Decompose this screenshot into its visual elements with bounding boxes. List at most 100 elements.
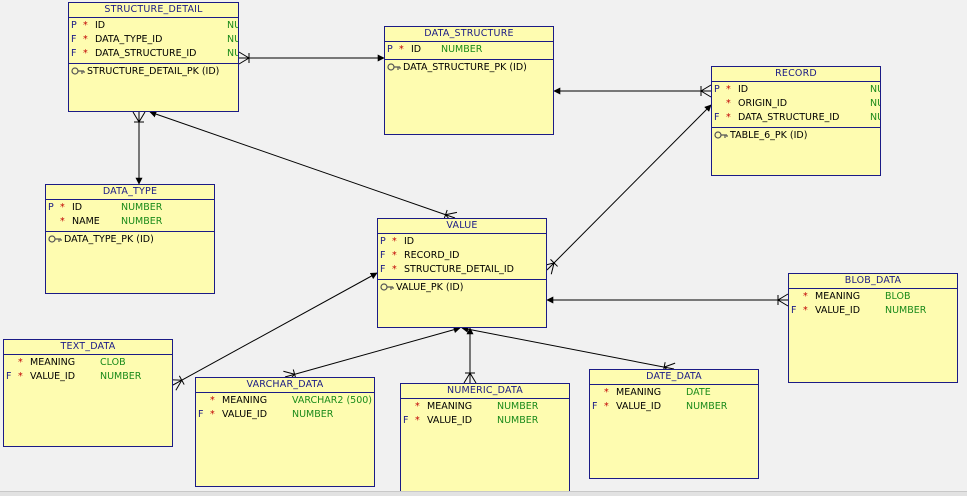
primary-key-row[interactable]: STRUCTURE_DETAIL_PK (ID): [69, 64, 238, 79]
column-type: NU: [870, 84, 880, 95]
column-row[interactable]: F * DATA_STRUCTURE_ID NU: [712, 111, 880, 125]
entity-data-structure[interactable]: DATA_STRUCTURE P * ID NUMBER DATA_STRUCT…: [384, 26, 554, 135]
column-type: NUMBER: [441, 44, 483, 55]
column-row[interactable]: F * DATA_TYPE_ID NU: [69, 33, 238, 47]
key-marker: F: [714, 112, 720, 123]
required-marker: *: [392, 250, 397, 261]
column-type: NUMBER: [497, 415, 539, 426]
column-name: DATA_TYPE_ID: [95, 34, 163, 45]
entity-columns: P * ID NUMBER * NAME NUMBER: [46, 200, 214, 232]
relationship-value-to-structure_detail[interactable]: [149, 110, 456, 219]
column-row[interactable]: P * ID NU: [712, 83, 880, 97]
primary-key-row[interactable]: TABLE_6_PK (ID): [712, 128, 880, 143]
key-marker: F: [71, 48, 77, 59]
column-name: MEANING: [30, 357, 76, 368]
column-row[interactable]: F * STRUCTURE_DETAIL_ID: [378, 263, 546, 277]
column-name: ID: [95, 20, 106, 31]
required-marker: *: [604, 401, 609, 412]
entity-structure-detail[interactable]: STRUCTURE_DETAIL P * ID NU F * DATA_TYPE…: [68, 2, 239, 112]
column-row[interactable]: * MEANING CLOB: [4, 356, 172, 370]
entity-title: DATE_DATA: [590, 370, 758, 385]
key-marker: F: [198, 409, 204, 420]
column-type: VARCHAR2 (500): [292, 395, 373, 406]
column-row[interactable]: F * VALUE_ID NUMBER: [4, 370, 172, 384]
column-row[interactable]: F * VALUE_ID NUMBER: [789, 304, 957, 318]
column-row[interactable]: * MEANING VARCHAR2 (500): [196, 394, 374, 408]
column-row[interactable]: P * ID: [378, 235, 546, 249]
column-name: ID: [404, 236, 415, 247]
entity-blob-data[interactable]: BLOB_DATA * MEANING BLOB F * VALUE_ID NU…: [788, 273, 958, 383]
column-name: RECORD_ID: [404, 250, 460, 261]
crows-foot-blob_data: [777, 293, 789, 307]
column-row[interactable]: P * ID NU: [69, 19, 238, 33]
entity-columns: P * ID NU F * DATA_TYPE_ID NU F * DATA_S…: [69, 18, 238, 64]
required-marker: *: [415, 415, 420, 426]
relationship-date_data-to-value[interactable]: [461, 325, 675, 370]
entity-value[interactable]: VALUE P * ID F * RECORD_ID F * STRUCTURE…: [377, 218, 547, 328]
entity-title: TEXT_DATA: [4, 340, 172, 355]
entity-title: NUMERIC_DATA: [401, 384, 569, 399]
primary-key-row[interactable]: VALUE_PK (ID): [378, 280, 546, 295]
key-icon: [71, 67, 85, 75]
key-marker: F: [380, 250, 386, 261]
horizontal-scrollbar[interactable]: [0, 491, 967, 496]
entity-text-data[interactable]: TEXT_DATA * MEANING CLOB F * VALUE_ID NU…: [3, 339, 173, 447]
entity-title: STRUCTURE_DETAIL: [69, 3, 238, 18]
column-row[interactable]: * ORIGIN_ID NU: [712, 97, 880, 111]
entity-varchar-data[interactable]: VARCHAR_DATA * MEANING VARCHAR2 (500) F …: [195, 377, 375, 487]
required-marker: *: [83, 48, 88, 59]
column-row[interactable]: * MEANING BLOB: [789, 290, 957, 304]
column-name: VALUE_ID: [427, 415, 473, 426]
entity-date-data[interactable]: DATE_DATA * MEANING DATE F * VALUE_ID NU…: [589, 369, 759, 479]
key-icon: [387, 63, 401, 71]
required-marker: *: [726, 84, 731, 95]
column-name: DATA_STRUCTURE_ID: [738, 112, 840, 123]
column-type: NU: [870, 112, 880, 123]
entity-numeric-data[interactable]: NUMERIC_DATA * MEANING NUMBER F * VALUE_…: [400, 383, 570, 493]
column-name: VALUE_ID: [815, 305, 861, 316]
entity-columns: * MEANING BLOB F * VALUE_ID NUMBER: [789, 289, 957, 320]
column-type: NUMBER: [121, 202, 163, 213]
entity-title: BLOB_DATA: [789, 274, 957, 289]
required-marker: *: [803, 291, 808, 302]
column-row[interactable]: P * ID NUMBER: [385, 43, 553, 57]
entity-columns: * MEANING NUMBER F * VALUE_ID NUMBER: [401, 399, 569, 430]
column-type: NUMBER: [686, 401, 728, 412]
relationship-text_data-to-value[interactable]: [172, 272, 378, 386]
key-marker: P: [714, 84, 720, 95]
column-row[interactable]: F * RECORD_ID: [378, 249, 546, 263]
entity-data-type[interactable]: DATA_TYPE P * ID NUMBER * NAME NUMBER DA…: [45, 184, 215, 294]
column-name: ORIGIN_ID: [738, 98, 788, 109]
column-row[interactable]: * NAME NUMBER: [46, 215, 214, 229]
column-row[interactable]: F * VALUE_ID NUMBER: [590, 400, 758, 414]
column-row[interactable]: F * VALUE_ID NUMBER: [196, 408, 374, 422]
required-marker: *: [415, 401, 420, 412]
key-name: TABLE_6_PK (ID): [730, 130, 808, 141]
column-row[interactable]: P * ID NUMBER: [46, 201, 214, 215]
column-row[interactable]: * MEANING DATE: [590, 386, 758, 400]
relationship-varchar_data-to-value[interactable]: [284, 326, 461, 378]
entity-record[interactable]: RECORD P * ID NU * ORIGIN_ID NU F * DATA…: [711, 66, 881, 176]
required-marker: *: [726, 98, 731, 109]
entity-columns: * MEANING VARCHAR2 (500) F * VALUE_ID NU…: [196, 393, 374, 424]
column-row[interactable]: F * DATA_STRUCTURE_ID NU: [69, 47, 238, 61]
crows-foot-structure_detail: [238, 51, 250, 65]
required-marker: *: [604, 387, 609, 398]
relationship-value-to-record[interactable]: [546, 104, 712, 271]
column-row[interactable]: F * VALUE_ID NUMBER: [401, 414, 569, 428]
column-row[interactable]: * MEANING NUMBER: [401, 400, 569, 414]
crows-foot-numeric_data: [463, 372, 477, 384]
key-marker: F: [791, 305, 797, 316]
required-marker: *: [392, 264, 397, 275]
key-marker: F: [71, 34, 77, 45]
required-marker: *: [392, 236, 397, 247]
primary-key-row[interactable]: DATA_TYPE_PK (ID): [46, 232, 214, 247]
key-marker: P: [71, 20, 77, 31]
primary-key-row[interactable]: DATA_STRUCTURE_PK (ID): [385, 60, 553, 75]
column-name: DATA_STRUCTURE_ID: [95, 48, 197, 59]
column-name: ID: [72, 202, 83, 213]
column-name: VALUE_ID: [222, 409, 268, 420]
entity-columns: P * ID NU * ORIGIN_ID NU F * DATA_STRUCT…: [712, 82, 880, 128]
